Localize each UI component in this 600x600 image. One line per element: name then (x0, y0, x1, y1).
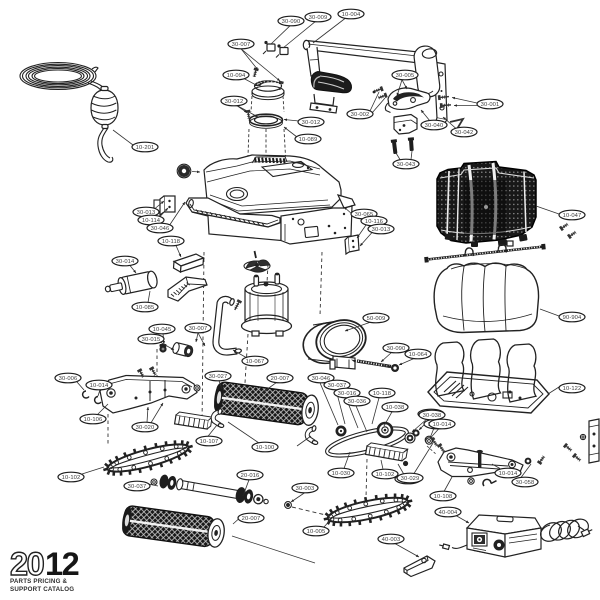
svg-text:30-013: 30-013 (372, 227, 391, 233)
svg-text:30-006: 30-006 (59, 376, 78, 382)
svg-text:10-116: 10-116 (365, 219, 383, 225)
svg-text:30-040: 30-040 (425, 123, 444, 129)
svg-text:20-016: 20-016 (241, 473, 260, 479)
svg-text:10-102: 10-102 (62, 475, 81, 481)
svg-text:40-004: 40-004 (439, 510, 458, 516)
svg-text:40-003: 40-003 (382, 537, 401, 543)
svg-text:30-012: 30-012 (225, 99, 244, 105)
svg-text:30-027: 30-027 (209, 374, 228, 380)
svg-text:30-014: 30-014 (116, 259, 135, 265)
svg-text:30-046: 30-046 (312, 376, 331, 382)
svg-text:30-029: 30-029 (401, 476, 420, 482)
svg-text:20-007: 20-007 (271, 376, 290, 382)
svg-text:10-107: 10-107 (200, 439, 219, 445)
svg-text:30-005: 30-005 (396, 73, 415, 79)
svg-text:10-014: 10-014 (90, 383, 109, 389)
svg-text:30-038: 30-038 (423, 413, 442, 419)
svg-text:30-007: 30-007 (232, 42, 251, 48)
svg-text:30-042: 30-042 (455, 130, 474, 136)
svg-text:30-007: 30-007 (189, 326, 208, 332)
svg-text:12: 12 (45, 546, 79, 582)
svg-text:30-043: 30-043 (397, 162, 416, 168)
svg-text:20: 20 (10, 546, 44, 582)
svg-text:30-015: 30-015 (142, 337, 161, 343)
svg-text:50-009: 50-009 (367, 316, 386, 322)
svg-text:30-013: 30-013 (137, 210, 156, 216)
svg-text:30-065: 30-065 (355, 212, 374, 218)
svg-text:30-090: 30-090 (282, 19, 301, 25)
svg-text:10-047: 10-047 (563, 213, 582, 219)
svg-text:10-118: 10-118 (373, 391, 391, 397)
svg-text:10-014: 10-014 (433, 422, 452, 428)
svg-text:20-007: 20-007 (242, 516, 261, 522)
svg-text:30-012: 30-012 (302, 120, 321, 126)
svg-text:10-085: 10-085 (136, 305, 155, 311)
svg-text:30-016: 30-016 (338, 391, 357, 397)
svg-text:10-102: 10-102 (376, 472, 395, 478)
svg-text:30-090: 30-090 (387, 346, 406, 352)
svg-text:10-030: 10-030 (332, 471, 351, 477)
svg-text:10-100: 10-100 (256, 445, 275, 451)
svg-text:10-094: 10-094 (227, 73, 246, 79)
svg-text:10-005: 10-005 (307, 529, 326, 535)
svg-text:30-037: 30-037 (328, 383, 347, 389)
svg-text:10-064: 10-064 (409, 352, 428, 358)
svg-text:10-118: 10-118 (162, 239, 180, 245)
svg-text:90-904: 90-904 (563, 315, 582, 321)
svg-text:30-058: 30-058 (516, 480, 535, 486)
svg-text:10-122: 10-122 (563, 386, 582, 392)
svg-text:10-004: 10-004 (342, 12, 361, 18)
svg-text:SUPPORT CATALOG: SUPPORT CATALOG (10, 586, 74, 593)
svg-text:30-020: 30-020 (136, 425, 155, 431)
svg-text:30-009: 30-009 (309, 15, 328, 21)
svg-text:10-108: 10-108 (434, 494, 453, 500)
svg-text:30-003: 30-003 (296, 486, 315, 492)
svg-text:30-002: 30-002 (351, 112, 370, 118)
svg-text:30-036: 30-036 (348, 399, 367, 405)
svg-text:10-114: 10-114 (142, 218, 161, 224)
svg-text:10-045: 10-045 (153, 327, 172, 333)
svg-text:10-106: 10-106 (84, 417, 103, 423)
svg-text:30-001: 30-001 (481, 102, 500, 108)
svg-text:10-038: 10-038 (386, 405, 405, 411)
svg-text:10-089: 10-089 (299, 137, 318, 143)
svg-text:30-046: 30-046 (151, 226, 170, 232)
svg-text:30-037: 30-037 (128, 484, 147, 490)
svg-text:10-067: 10-067 (246, 359, 265, 365)
svg-text:PARTS PRICING &: PARTS PRICING & (10, 578, 68, 585)
svg-text:10-014: 10-014 (499, 471, 518, 477)
svg-text:10-201: 10-201 (136, 145, 155, 151)
